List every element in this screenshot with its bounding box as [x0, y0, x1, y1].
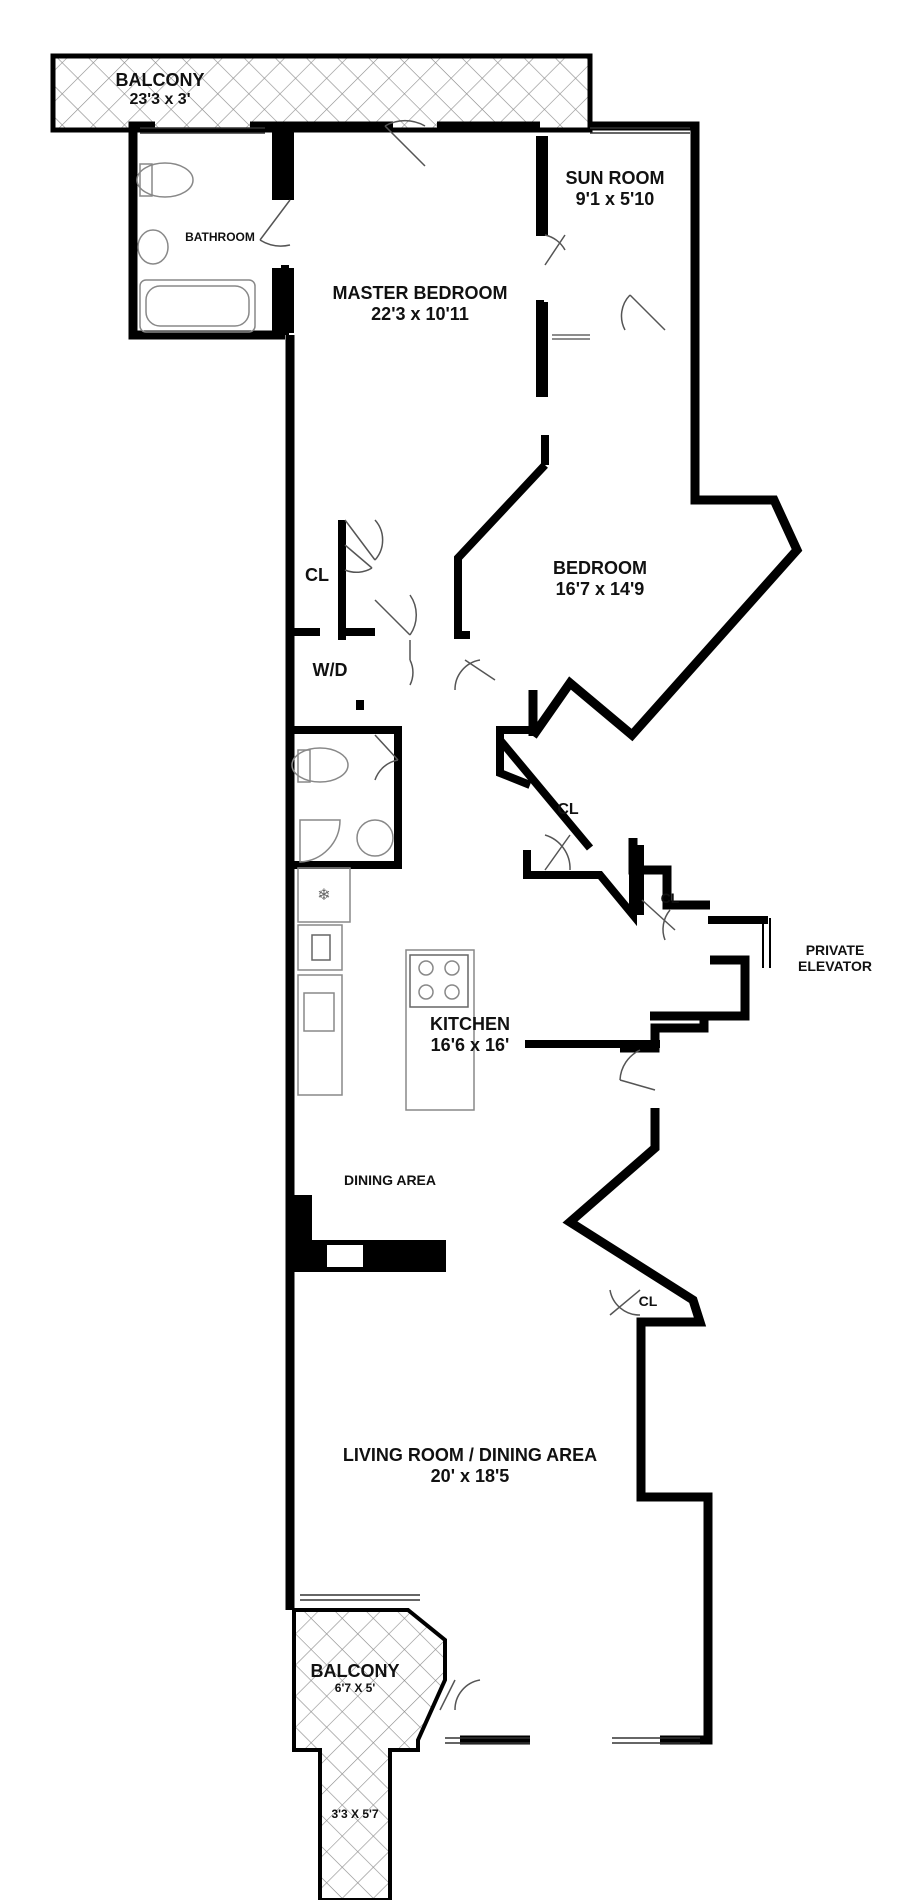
kitchen-label: KITCHEN 16'6 x 16': [430, 1014, 510, 1055]
balcony-top: [50, 53, 593, 133]
bedroom-label: BEDROOM 16'7 x 14'9: [553, 558, 647, 599]
bathroom-fixtures: [136, 162, 256, 333]
closet-1-label: CL: [305, 565, 329, 585]
private-elevator-label: PRIVATE ELEVATOR: [798, 942, 872, 975]
wall-blocks: [272, 130, 768, 1272]
balcony-bottom-extension-label: 3'3 X 5'7: [331, 1807, 379, 1821]
dining-area-label: DINING AREA: [343, 1172, 437, 1188]
living-room-label: LIVING ROOM / DINING AREA 20' x 18'5: [342, 1445, 598, 1486]
closet-4-label: CL: [638, 1293, 658, 1309]
balcony-top-label: BALCONY 23'3 x 3': [115, 70, 205, 108]
hall-bath-fixtures: [291, 747, 394, 863]
elevator-marker: [762, 918, 771, 968]
balcony-bottom-label: BALCONY 6'7 X 5': [310, 1661, 400, 1695]
doors: [259, 119, 676, 1711]
bathroom-label: BATHROOM: [185, 230, 255, 244]
closet-3-label: CL: [660, 890, 680, 906]
closet-2-label: CL: [557, 801, 579, 818]
exterior-walls: [128, 121, 803, 1745]
sun-room-label: SUN ROOM 9'1 x 5'10: [565, 168, 665, 209]
windows: [140, 127, 700, 1744]
svg-text:❄: ❄: [317, 887, 330, 904]
wd-label: W/D: [312, 660, 348, 680]
balcony-bottom: [292, 1608, 447, 1900]
sliding-door: [552, 334, 590, 340]
kitchen-fixtures: ❄: [297, 867, 475, 1111]
master-bedroom-label: MASTER BEDROOM 22'3 x 10'11: [332, 283, 508, 324]
